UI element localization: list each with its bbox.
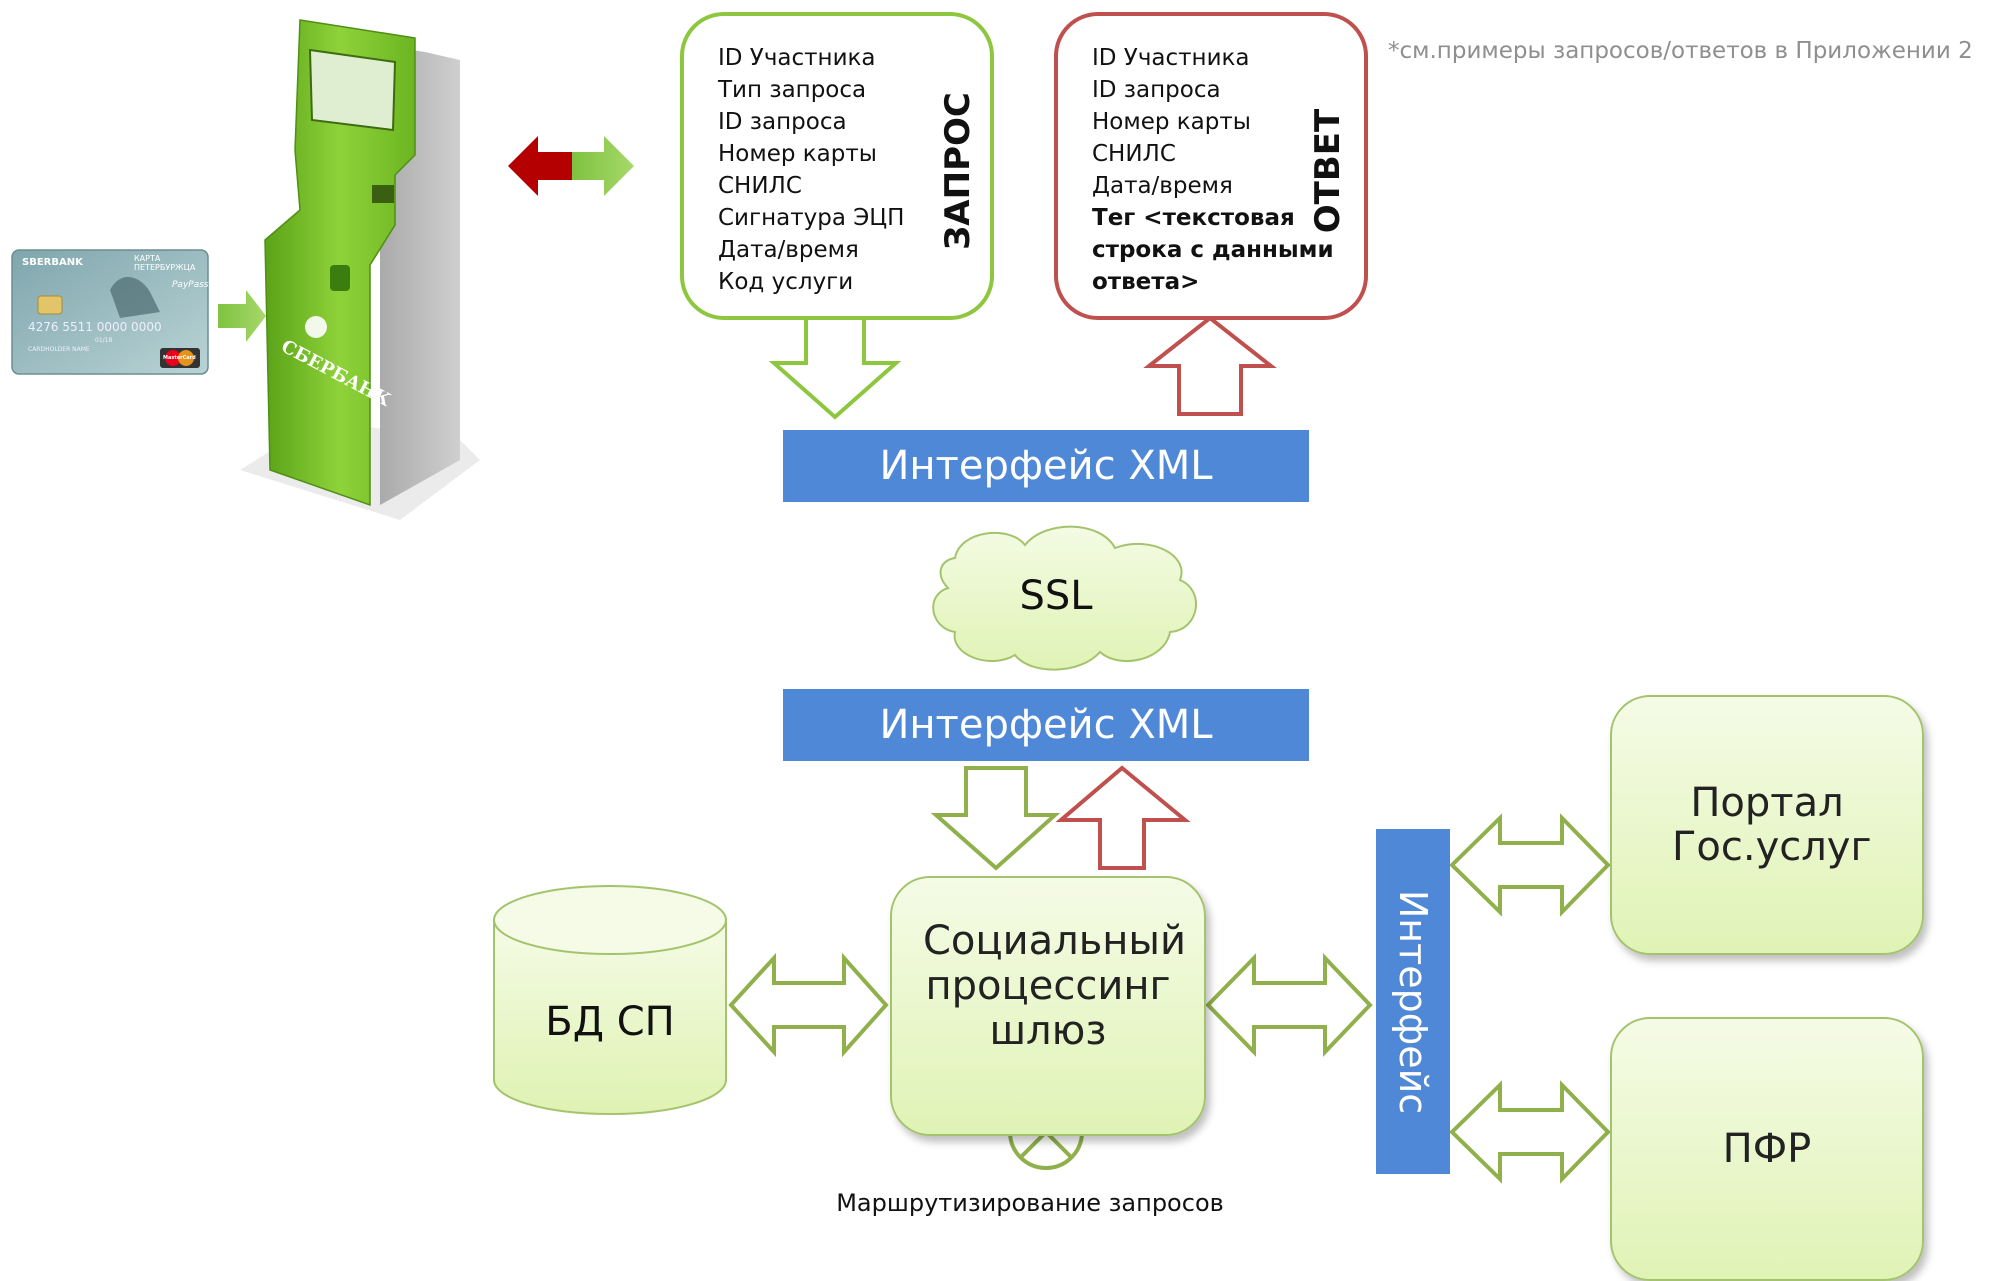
bank-card — [11, 249, 209, 375]
portal-label: Портал Гос.услуг — [1672, 780, 1872, 870]
ssl-cloud — [932, 525, 1197, 671]
card-number: 4276 5511 0000 0000 — [28, 320, 162, 334]
card-to-kiosk-arrow — [218, 290, 266, 342]
card-title: КАРТА ПЕТЕРБУРЖЦА — [134, 254, 196, 272]
response-field: Дата/время — [1092, 173, 1233, 199]
routing-label: Маршрутизирование запросов — [836, 1189, 1224, 1217]
response-tag-field: ответа> — [1092, 269, 1200, 295]
request-fields: ID Участника Тип запроса ID запроса Номе… — [718, 42, 904, 298]
ssl-label: SSL — [1019, 573, 1093, 619]
response-fields: ID Участника ID запроса Номер карты СНИЛ… — [1092, 42, 1334, 298]
card-holder: CARDHOLDER NAME — [28, 346, 90, 353]
request-title: ЗАПРОС — [938, 92, 978, 250]
card-bank-name: SBERBANK — [22, 257, 83, 268]
interface-pfr-arrow — [1449, 1080, 1611, 1184]
monument-icon — [110, 277, 160, 318]
interface-vertical: Интерфейс — [1376, 829, 1450, 1174]
card-expiry: 01/18 — [95, 337, 113, 344]
request-card: ID Участника Тип запроса ID запроса Номе… — [680, 12, 994, 320]
interface-xml-bottom: Интерфейс XML — [783, 689, 1309, 761]
gosuslugi-portal: Портал Гос.услуг — [1610, 695, 1924, 955]
response-field: Номер карты — [1092, 109, 1251, 135]
gateway-interface-arrow — [1205, 953, 1373, 1057]
request-field: Код услуги — [718, 269, 854, 295]
response-field: СНИЛС — [1092, 141, 1176, 167]
request-field: Дата/время — [718, 237, 859, 263]
footnote: *см.примеры запросов/ответов в Приложени… — [1388, 38, 1973, 64]
request-field: Тип запроса — [718, 77, 867, 103]
request-field: ID Участника — [718, 45, 876, 71]
kiosk-slot — [372, 185, 394, 203]
response-card: ID Участника ID запроса Номер карты СНИЛ… — [1054, 12, 1368, 320]
response-field: ID Участника — [1092, 45, 1250, 71]
card-network: MasterCard — [163, 355, 196, 361]
interface-xml-bottom-label: Интерфейс XML — [879, 702, 1213, 748]
mastercard-icon — [165, 350, 181, 366]
request-field: СНИЛС — [718, 173, 802, 199]
database-label: БД СП — [545, 999, 675, 1045]
response-up-arrow — [1143, 315, 1277, 416]
social-processing-gateway: Социальный процессинг шлюз — [890, 876, 1206, 1136]
pfr-label: ПФР — [1722, 1126, 1812, 1172]
request-down-arrow — [768, 316, 902, 420]
payment-kiosk: СБЕРБАНК — [240, 19, 480, 520]
interface-xml-top: Интерфейс XML — [783, 430, 1309, 502]
request-field: Номер карты — [718, 141, 877, 167]
kiosk-exchange-arrows — [508, 136, 634, 196]
card-paypass: PayPass — [172, 280, 209, 290]
response-tag-field: строка с данными — [1092, 237, 1334, 263]
interface-portal-arrow — [1449, 813, 1611, 917]
gateway-label: Социальный процессинг шлюз — [923, 917, 1187, 1054]
db-gateway-arrow — [728, 952, 889, 1058]
interface-xml-top-label: Интерфейс XML — [879, 443, 1213, 489]
kiosk-card-reader — [330, 265, 350, 291]
sber-logo-icon — [305, 316, 327, 338]
pfr-box: ПФР — [1610, 1017, 1924, 1281]
gateway-up-arrow — [1055, 765, 1191, 870]
response-tag-field: Тег <текстовая — [1092, 205, 1295, 231]
gateway-down-arrow — [930, 766, 1061, 871]
request-field: ID запроса — [718, 109, 847, 135]
database-cylinder — [493, 885, 727, 1115]
kiosk-screen — [308, 48, 397, 132]
response-field: ID запроса — [1092, 77, 1221, 103]
request-field: Сигнатура ЭЦП — [718, 205, 905, 231]
interface-vertical-label: Интерфейс — [1391, 889, 1435, 1114]
response-title: ОТВЕТ — [1308, 108, 1348, 234]
